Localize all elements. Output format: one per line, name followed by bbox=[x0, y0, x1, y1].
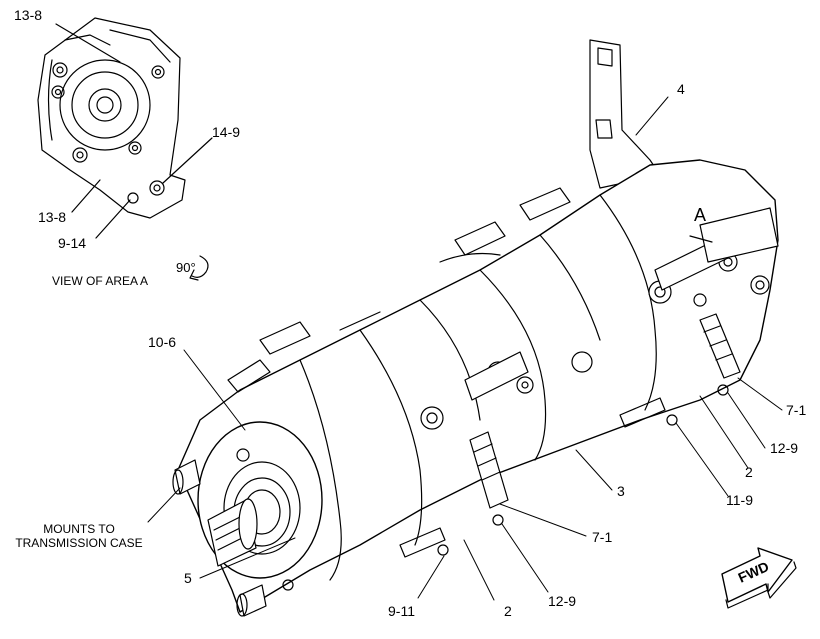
callout-12-9-lower: 12-9 bbox=[548, 593, 577, 609]
callout-9-11: 9-11 bbox=[388, 603, 415, 619]
inset-view-area-a bbox=[37, 17, 213, 281]
callout-2-right: 2 bbox=[745, 464, 753, 480]
mounts-note-line2: TRANSMISSION CASE bbox=[15, 536, 143, 550]
pump-body bbox=[172, 39, 779, 617]
callout-12-9-right: 12-9 bbox=[770, 440, 799, 456]
mounts-note-line1: MOUNTS TO bbox=[43, 522, 115, 536]
view-caption: VIEW OF AREA A bbox=[52, 274, 149, 288]
callout-10-6: 10-6 bbox=[148, 334, 177, 350]
callout-4: 4 bbox=[677, 81, 685, 97]
callout-7-1-lower: 7-1 bbox=[592, 529, 613, 545]
callout-5: 5 bbox=[184, 570, 192, 586]
area-a-marker: A bbox=[694, 205, 707, 225]
callout-7-1-right: 7-1 bbox=[786, 402, 807, 418]
callout-11-9: 11-9 bbox=[726, 492, 753, 508]
mounts-note: MOUNTS TO TRANSMISSION CASE bbox=[4, 522, 154, 550]
callout-3: 3 bbox=[617, 483, 625, 499]
rotation-label: 90° bbox=[176, 260, 196, 275]
callout-9-14: 9-14 bbox=[58, 235, 87, 251]
leader-lines bbox=[147, 96, 783, 601]
callout-13-8-bottom: 13-8 bbox=[38, 209, 67, 225]
callout-2-lower: 2 bbox=[504, 603, 512, 619]
callout-13-8-top: 13-8 bbox=[14, 7, 43, 23]
fwd-arrow bbox=[721, 547, 797, 609]
callout-14-9: 14-9 bbox=[212, 124, 241, 140]
